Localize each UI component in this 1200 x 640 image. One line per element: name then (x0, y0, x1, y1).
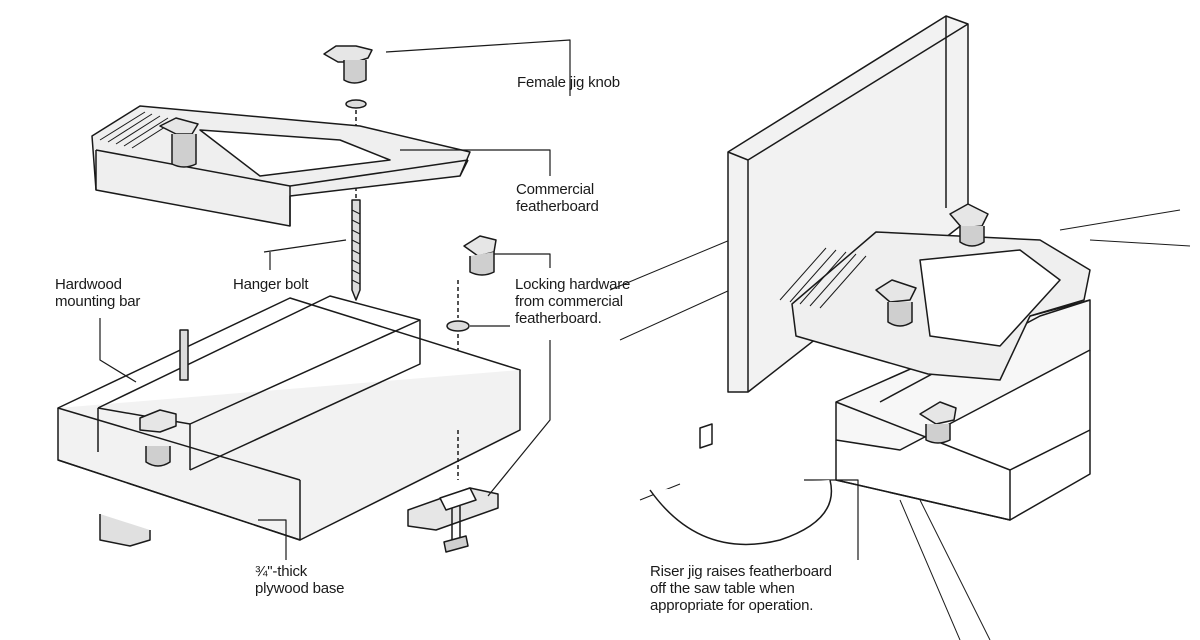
label-line: plywood base (255, 580, 345, 597)
label-line: featherboard. (515, 310, 602, 327)
label-line: ¾"-thick (255, 563, 308, 580)
label-line: off the saw table when (650, 580, 795, 597)
label-plywood-base: ¾"-thick plywood base (255, 563, 345, 597)
label-line: mounting bar (55, 293, 141, 310)
label-line: appropriate for operation. (650, 597, 814, 614)
hanger-bolt-part (351, 199, 361, 301)
label-locking-hardware: Locking hardware from commercial feather… (515, 276, 630, 327)
label-line: Female jig knob (517, 74, 620, 91)
label-riser-jig: Riser jig raises featherboard off the sa… (650, 563, 832, 614)
locking-bar-part (407, 430, 499, 553)
label-line: Locking hardware (515, 276, 631, 293)
table-saw-scene (609, 15, 1191, 640)
label-line: Riser jig raises featherboard (650, 563, 832, 580)
label-hardwood-mounting-bar: Hardwood mounting bar (55, 276, 140, 310)
washer-part (345, 99, 367, 109)
commercial-featherboard-part (91, 105, 471, 227)
label-line: Hanger bolt (233, 276, 309, 293)
riser-jig-assembly (57, 295, 521, 547)
label-line: Commercial (516, 181, 595, 198)
label-line: Hardwood (55, 276, 122, 293)
female-jig-knob-part (323, 45, 373, 84)
locking-washer-part (446, 320, 470, 332)
label-line: from commercial (515, 293, 623, 310)
label-line: featherboard (516, 198, 599, 215)
leader-lines (99, 39, 859, 560)
label-female-jig-knob: Female jig knob (517, 74, 620, 91)
label-commercial-featherboard: Commercial featherboard (516, 181, 599, 215)
label-hanger-bolt: Hanger bolt (233, 276, 309, 293)
locking-knob-part (463, 235, 497, 276)
